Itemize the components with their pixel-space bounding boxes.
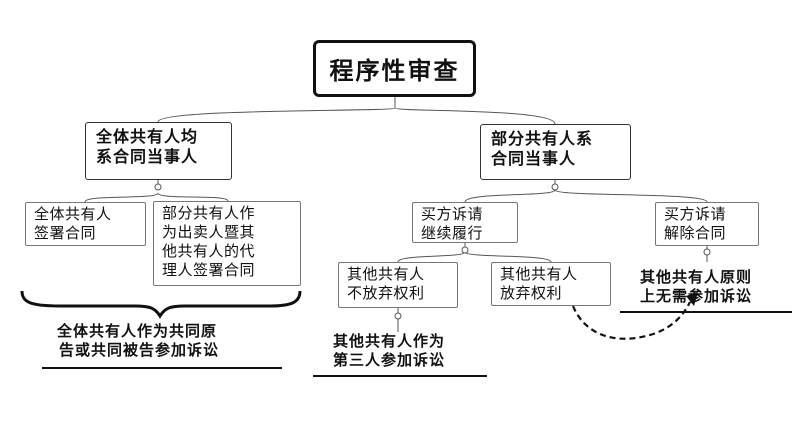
node-line: 放弃权利	[500, 284, 563, 302]
node-line: 合同当事人	[491, 149, 577, 168]
conclusion-line: 第三人参加诉讼	[333, 351, 446, 369]
node-line: 解除合同	[664, 224, 727, 242]
all-coowners-parties-node: 全体共有人均 系合同当事人	[85, 122, 232, 180]
buyer-continue-node: 买方诉请 继续履行	[412, 202, 518, 243]
root-node: 程序性审查	[313, 40, 476, 97]
node-line: 为出卖人暨其	[162, 223, 256, 241]
conclusion-line: 告或共同被告参加诉讼	[59, 341, 220, 359]
node-line: 其他共有人	[500, 265, 578, 283]
not-waive-rights-node: 其他共有人 不放弃权利	[338, 262, 458, 308]
node-line: 他共有人的代	[162, 242, 256, 260]
all-coowners-signed-node: 全体共有人 签署合同	[25, 202, 146, 246]
node-line: 部分共有人系	[491, 129, 594, 148]
conclusion-underline	[42, 367, 282, 369]
node-line: 其他共有人	[347, 265, 425, 283]
node-line: 继续履行	[421, 224, 484, 242]
conclusion-line: 全体共有人作为共同原	[57, 322, 218, 340]
conclusion-line: 上无需参加诉讼	[640, 287, 753, 305]
conclusion-line: 其他共有人原则	[640, 268, 753, 286]
node-line: 全体共有人	[34, 205, 112, 223]
conclusion-line: 其他共有人作为	[333, 332, 446, 350]
conclusion-underline	[313, 375, 487, 377]
node-line: 理人签署合同	[162, 261, 256, 279]
partial-coowners-parties-node: 部分共有人系 合同当事人	[480, 124, 631, 180]
buyer-rescind-node: 买方诉请 解除合同	[655, 202, 759, 246]
partial-coowner-agent-node: 部分共有人作 为出卖人暨其 他共有人的代 理人签署合同	[153, 201, 301, 286]
node-line: 部分共有人作	[162, 204, 256, 222]
third-party-conclusion: 其他共有人作为 第三人参加诉讼	[333, 332, 483, 370]
node-line: 买方诉请	[664, 205, 727, 223]
node-line: 签署合同	[34, 224, 97, 242]
conclusion-underline	[620, 311, 792, 313]
node-line: 系合同当事人	[96, 147, 199, 166]
root-title: 程序性审查	[329, 56, 460, 85]
waive-rights-node: 其他共有人 放弃权利	[491, 262, 611, 306]
node-line: 买方诉请	[421, 205, 484, 223]
node-line: 全体共有人均	[96, 127, 199, 146]
joint-plaintiff-defendant-conclusion: 全体共有人作为共同原 告或共同被告参加诉讼	[57, 322, 287, 360]
node-line: 不放弃权利	[347, 284, 425, 302]
no-participation-conclusion: 其他共有人原则 上无需参加诉讼	[640, 268, 790, 306]
